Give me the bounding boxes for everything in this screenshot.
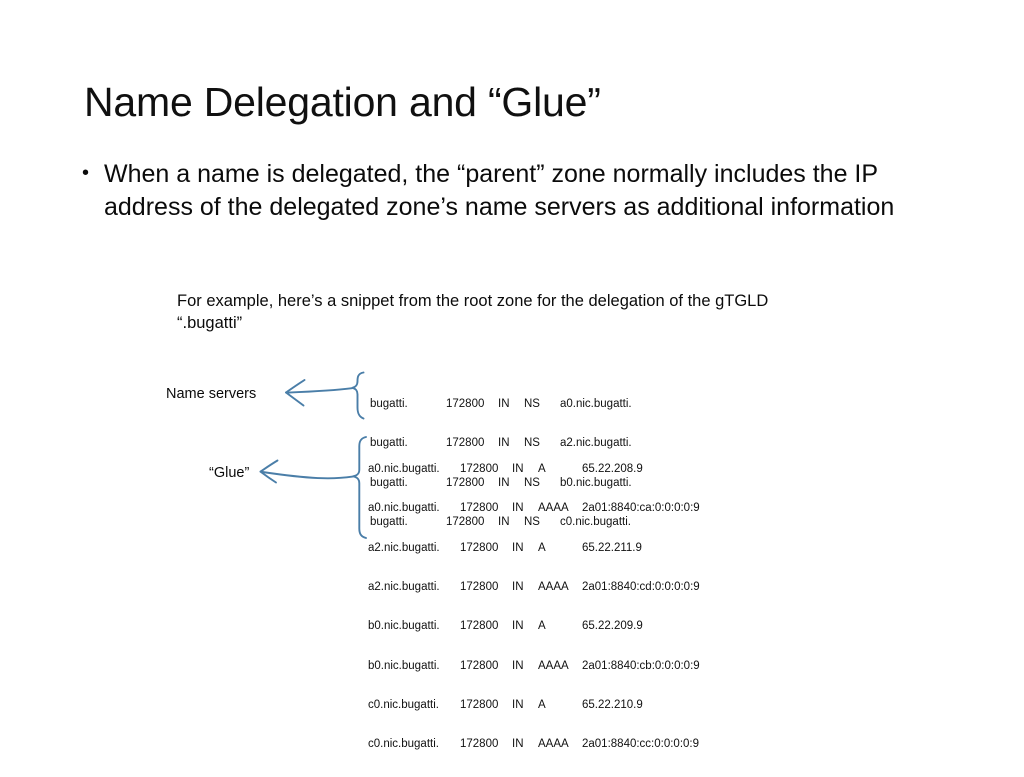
record-class: IN — [512, 698, 524, 711]
record-type: AAAA — [538, 502, 569, 515]
record-type: AAAA — [538, 738, 569, 751]
record-ttl: 172800 — [460, 738, 499, 751]
table-row: bugatti. 172800 IN NS b0.nic.bugatti. — [370, 477, 632, 490]
body-bullet-list: • When a name is delegated, the “parent”… — [82, 158, 952, 223]
record-class: IN — [498, 437, 510, 450]
record-ttl: 172800 — [460, 502, 499, 515]
record-type: NS — [524, 398, 540, 411]
record-owner: bugatti. — [370, 516, 408, 529]
ns-brace-icon — [351, 371, 365, 420]
annotation-label-name-servers: Name servers — [166, 386, 257, 402]
record-type: NS — [524, 476, 540, 489]
record-owner: c0.nic.bugatti. — [368, 698, 439, 711]
record-data: 65.22.209.9 — [582, 620, 643, 633]
ns-records-block: bugatti. 172800 IN NS a0.nic.bugatti. bu… — [370, 372, 632, 555]
record-data: 2a01:8840:cc:0:0:0:0:9 — [582, 738, 700, 751]
record-data: b0.nic.bugatti. — [560, 476, 632, 489]
record-data: 2a01:8840:cd:0:0:0:0:9 — [582, 581, 700, 594]
record-data: 65.22.208.9 — [582, 463, 643, 476]
table-row: bugatti. 172800 IN NS a2.nic.bugatti. — [370, 437, 632, 450]
record-type: A — [538, 541, 546, 554]
ns-arrow-head-lower-icon — [285, 391, 305, 407]
record-ttl: 172800 — [460, 698, 499, 711]
page-title: Name Delegation and “Glue” — [84, 79, 601, 126]
glue-records-block: a0.nic.bugatti. 172800 IN A 65.22.208.9 … — [368, 437, 700, 777]
bullet-item: • When a name is delegated, the “parent”… — [82, 158, 952, 223]
glue-arrow-shaft-icon — [261, 471, 354, 480]
record-class: IN — [512, 581, 524, 594]
record-owner: a2.nic.bugatti. — [368, 581, 440, 594]
ns-arrow-shaft-icon — [287, 387, 353, 394]
table-row: a2.nic.bugatti. 172800 IN AAAA 2a01:8840… — [368, 581, 700, 594]
record-class: IN — [512, 620, 524, 633]
record-ttl: 172800 — [446, 516, 485, 529]
table-row: c0.nic.bugatti. 172800 IN A 65.22.210.9 — [368, 699, 700, 712]
record-type: AAAA — [538, 581, 569, 594]
record-ttl: 172800 — [446, 437, 485, 450]
record-class: IN — [498, 476, 510, 489]
record-ttl: 172800 — [446, 398, 485, 411]
record-type: A — [538, 620, 546, 633]
table-row: c0.nic.bugatti. 172800 IN AAAA 2a01:8840… — [368, 738, 700, 751]
record-owner: bugatti. — [370, 476, 408, 489]
record-ttl: 172800 — [460, 581, 499, 594]
record-data: c0.nic.bugatti. — [560, 516, 631, 529]
record-class: IN — [512, 659, 524, 672]
table-row: a0.nic.bugatti. 172800 IN A 65.22.208.9 — [368, 463, 700, 476]
bullet-item-text: When a name is delegated, the “parent” z… — [104, 160, 895, 221]
table-row: a2.nic.bugatti. 172800 IN A 65.22.211.9 — [368, 542, 700, 555]
table-row: a0.nic.bugatti. 172800 IN AAAA 2a01:8840… — [368, 502, 700, 515]
record-data: a2.nic.bugatti. — [560, 437, 632, 450]
record-owner: a2.nic.bugatti. — [368, 541, 440, 554]
record-class: IN — [498, 398, 510, 411]
record-owner: bugatti. — [370, 398, 408, 411]
ns-arrow-head-upper-icon — [285, 379, 306, 394]
record-data: 2a01:8840:cb:0:0:0:0:9 — [582, 659, 700, 672]
annotation-label-glue: “Glue” — [209, 465, 250, 481]
record-ttl: 172800 — [460, 541, 499, 554]
table-row: b0.nic.bugatti. 172800 IN A 65.22.209.9 — [368, 620, 700, 633]
record-data: 65.22.210.9 — [582, 698, 643, 711]
glue-arrow-head-upper-icon — [259, 459, 279, 473]
record-ttl: 172800 — [460, 463, 499, 476]
record-type: AAAA — [538, 659, 569, 672]
table-row: bugatti. 172800 IN NS c0.nic.bugatti. — [370, 516, 632, 529]
record-type: A — [538, 698, 546, 711]
record-ttl: 172800 — [446, 476, 485, 489]
record-class: IN — [512, 502, 524, 515]
bullet-marker-icon: • — [82, 162, 90, 184]
record-class: IN — [512, 463, 524, 476]
record-ttl: 172800 — [460, 620, 499, 633]
record-owner: c0.nic.bugatti. — [368, 738, 439, 751]
record-owner: a0.nic.bugatti. — [368, 502, 440, 515]
record-owner: a0.nic.bugatti. — [368, 463, 440, 476]
record-owner: b0.nic.bugatti. — [368, 620, 440, 633]
record-data: a0.nic.bugatti. — [560, 398, 632, 411]
record-class: IN — [498, 516, 510, 529]
record-class: IN — [512, 541, 524, 554]
record-type: A — [538, 463, 546, 476]
record-class: IN — [512, 738, 524, 751]
record-ttl: 172800 — [460, 659, 499, 672]
table-row: b0.nic.bugatti. 172800 IN AAAA 2a01:8840… — [368, 660, 700, 673]
record-data: 65.22.211.9 — [582, 541, 642, 554]
record-data: 2a01:8840:ca:0:0:0:0:9 — [582, 502, 700, 515]
record-type: NS — [524, 437, 540, 450]
record-owner: bugatti. — [370, 437, 408, 450]
record-type: NS — [524, 516, 540, 529]
slide-canvas: Name Delegation and “Glue” • When a name… — [82, 79, 952, 750]
example-caption: For example, here’s a snippet from the r… — [177, 292, 769, 333]
table-row: bugatti. 172800 IN NS a0.nic.bugatti. — [370, 398, 632, 411]
record-owner: b0.nic.bugatti. — [368, 659, 440, 672]
glue-brace-icon — [352, 436, 367, 539]
glue-arrow-head-lower-icon — [259, 470, 277, 484]
